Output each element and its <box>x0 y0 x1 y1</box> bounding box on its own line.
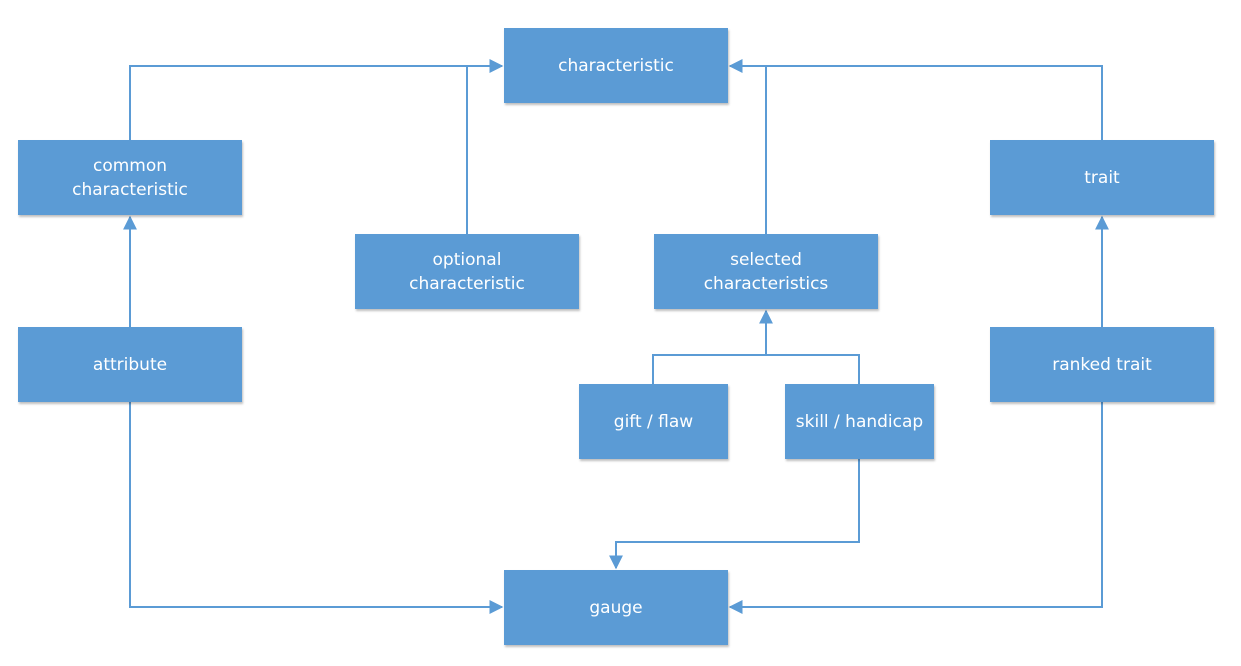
edge-common-to-characteristic <box>129 59 504 140</box>
node-skill-handicap: skill / handicap <box>785 384 934 459</box>
edge-gift-to-selected <box>652 309 773 384</box>
node-optional-characteristic-label: optional characteristic <box>409 249 525 294</box>
node-common-characteristic-label: common characteristic <box>72 155 188 200</box>
node-optional-characteristic: optional characteristic <box>355 234 579 309</box>
node-trait-label: trait <box>1084 167 1120 188</box>
node-selected-characteristics-label: selected characteristics <box>703 249 829 294</box>
node-ranked-trait: ranked trait <box>990 327 1214 402</box>
node-gauge: gauge <box>504 570 728 645</box>
node-trait: trait <box>990 140 1214 215</box>
node-attribute-label: attribute <box>92 354 168 375</box>
node-common-characteristic: common characteristic <box>18 140 242 215</box>
node-characteristic: characteristic <box>504 28 728 103</box>
node-selected-characteristics: selected characteristics <box>654 234 878 309</box>
node-ranked-trait-label: ranked trait <box>1052 354 1152 375</box>
edge-skill-to-gauge <box>609 459 860 570</box>
edge-ranked-to-gauge <box>728 402 1103 614</box>
node-gift-flaw: gift / flaw <box>579 384 728 459</box>
node-gift-flaw-label: gift / flaw <box>613 411 694 432</box>
edge-trait-to-characteristic <box>728 59 1103 140</box>
node-characteristic-label: characteristic <box>558 55 674 76</box>
node-gauge-label: gauge <box>589 597 643 618</box>
edge-attribute-to-gauge <box>129 402 504 614</box>
node-skill-handicap-label: skill / handicap <box>795 411 924 432</box>
edge-skill-to-selected <box>766 354 860 384</box>
node-attribute: attribute <box>18 327 242 402</box>
